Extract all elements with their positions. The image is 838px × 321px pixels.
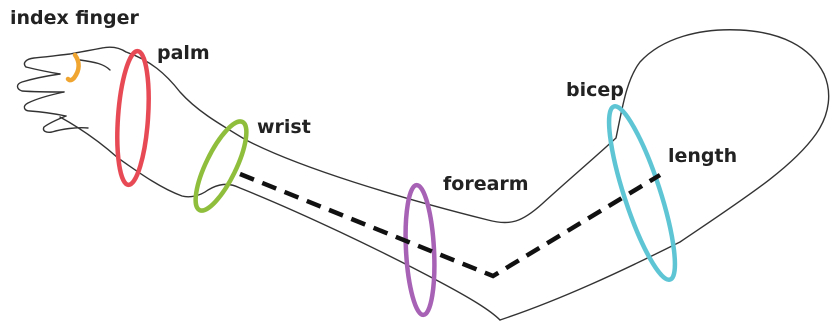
label-palm: palm <box>157 42 210 64</box>
label-length: length <box>668 145 738 167</box>
label-bicep: bicep <box>566 79 624 101</box>
bicep-ring <box>606 104 678 282</box>
palm-ring <box>115 48 151 188</box>
length-line <box>239 171 662 279</box>
forearm-ring <box>403 182 437 318</box>
measurement-rings <box>65 48 678 318</box>
label-index-finger: index finger <box>10 7 139 29</box>
index-finger-ring <box>65 52 81 83</box>
label-wrist: wrist <box>257 116 311 138</box>
label-forearm: forearm <box>443 173 529 195</box>
wrist-ring <box>193 119 249 213</box>
